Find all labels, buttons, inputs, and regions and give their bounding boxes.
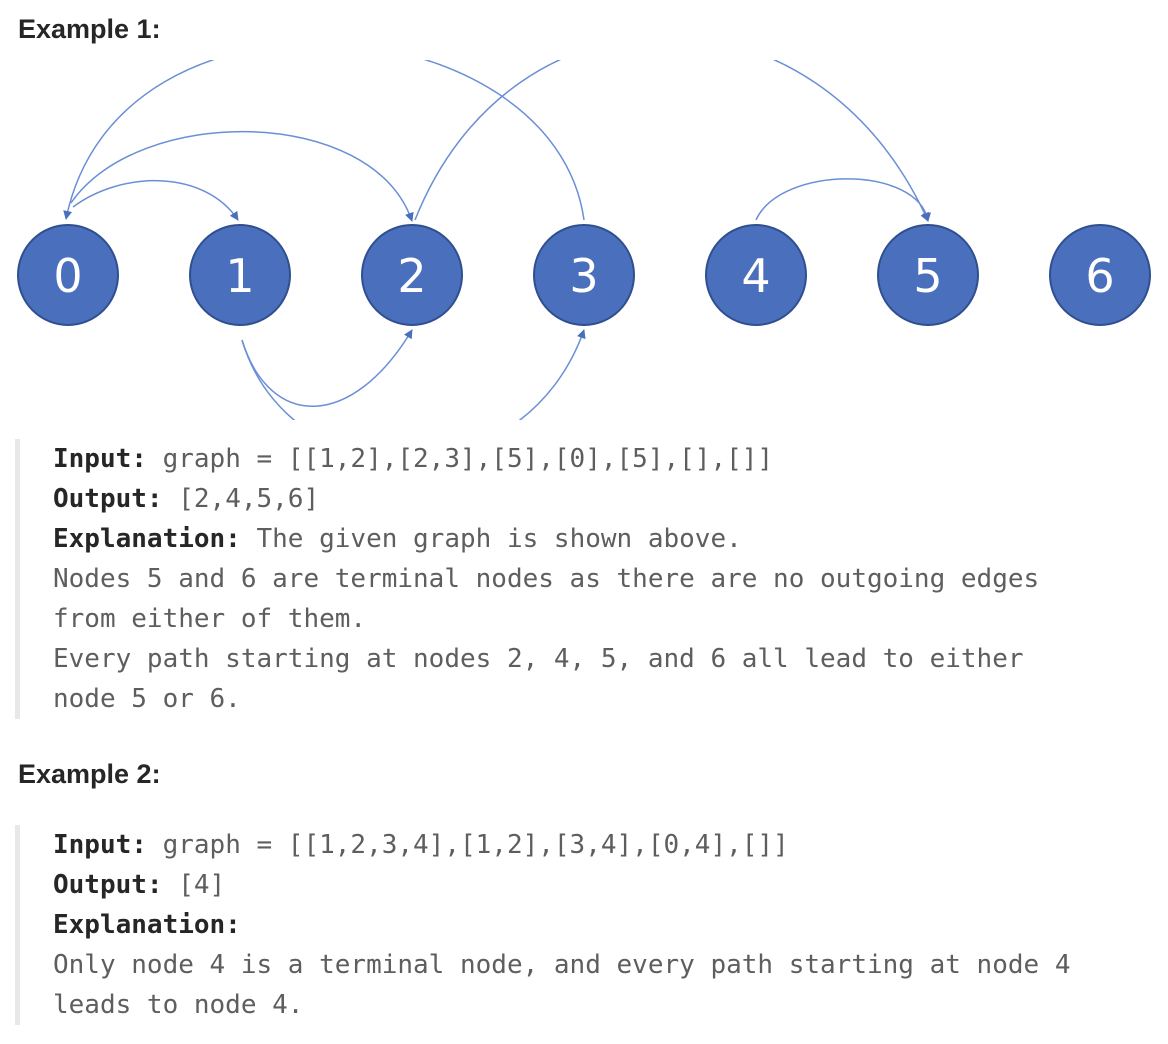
node-label: 2 bbox=[397, 249, 426, 303]
graph-diagram: 0 1 2 3 4 5 6 bbox=[17, 60, 1151, 420]
output-label: Output: bbox=[53, 870, 163, 900]
graph-node-5: 5 bbox=[877, 224, 979, 326]
edge-1-to-2 bbox=[241, 329, 413, 407]
edge-3-to-0 bbox=[63, 60, 585, 221]
output-value: [4] bbox=[162, 870, 226, 900]
example-1-heading: Example 1: bbox=[18, 14, 161, 44]
example-2-output-line: Output: [4] bbox=[53, 865, 1155, 905]
node-circle bbox=[705, 224, 807, 326]
node-label: 5 bbox=[913, 249, 942, 303]
graph-node-3: 3 bbox=[533, 224, 635, 326]
explanation-value: The given graph is shown above. bbox=[240, 524, 742, 554]
explanation-text-line: Every path starting at nodes 2, 4, 5, an… bbox=[53, 644, 1024, 674]
example-2-input-line: Input: graph = [[1,2,3,4],[1,2],[3,4],[0… bbox=[53, 825, 1155, 865]
edge-1-to-3 bbox=[241, 329, 586, 420]
node-circle bbox=[533, 224, 635, 326]
edge-4-to-5 bbox=[755, 178, 931, 222]
input-label: Input: bbox=[53, 830, 147, 860]
node-label: 1 bbox=[225, 249, 254, 303]
graph-node-6: 6 bbox=[1049, 224, 1151, 326]
edge-0-to-2 bbox=[70, 131, 414, 222]
node-circle bbox=[877, 224, 979, 326]
node-label: 4 bbox=[741, 249, 770, 303]
example-2-heading: Example 2: bbox=[18, 759, 161, 789]
explanation-text-line: Only node 4 is a terminal node, and ever… bbox=[53, 950, 1071, 980]
example-1-block: Input: graph = [[1,2],[2,3],[5],[0],[5],… bbox=[15, 439, 1155, 719]
node-label: 3 bbox=[569, 249, 598, 303]
explanation-text-line: node 5 or 6. bbox=[53, 684, 241, 714]
input-value: graph = [[1,2],[2,3],[5],[0],[5],[],[]] bbox=[146, 444, 774, 474]
edge-0-to-1 bbox=[72, 179, 239, 221]
input-value: graph = [[1,2,3,4],[1,2],[3,4],[0,4],[]] bbox=[146, 830, 789, 860]
example-1-input-line: Input: graph = [[1,2],[2,3],[5],[0],[5],… bbox=[53, 439, 1155, 479]
node-label: 0 bbox=[53, 249, 82, 303]
explanation-label: Explanation: bbox=[53, 524, 241, 554]
explanation-text-line: leads to node 4. bbox=[53, 990, 304, 1020]
graph-node-4: 4 bbox=[705, 224, 807, 326]
graph-nodes: 0 1 2 3 4 5 6 bbox=[17, 224, 1151, 326]
node-circle bbox=[189, 224, 291, 326]
graph-edges bbox=[63, 60, 931, 420]
graph-node-2: 2 bbox=[361, 224, 463, 326]
example-1-output-line: Output: [2,4,5,6] bbox=[53, 479, 1155, 519]
explanation-label: Explanation: bbox=[53, 910, 241, 940]
example-1-explanation-line: Explanation: The given graph is shown ab… bbox=[53, 519, 1155, 559]
node-circle bbox=[17, 224, 119, 326]
node-circle bbox=[361, 224, 463, 326]
node-circle bbox=[1049, 224, 1151, 326]
explanation-text-line: from either of them. bbox=[53, 604, 367, 634]
graph-node-0: 0 bbox=[17, 224, 119, 326]
output-value: [2,4,5,6] bbox=[162, 484, 320, 514]
example-2-explanation-line: Explanation: bbox=[53, 905, 1155, 945]
input-label: Input: bbox=[53, 444, 147, 474]
output-label: Output: bbox=[53, 484, 163, 514]
example-2-block: Input: graph = [[1,2,3,4],[1,2],[3,4],[0… bbox=[15, 825, 1155, 1025]
explanation-text-line: Nodes 5 and 6 are terminal nodes as ther… bbox=[53, 564, 1040, 594]
node-label: 6 bbox=[1085, 249, 1114, 303]
edge-2-to-5 bbox=[414, 60, 929, 222]
graph-node-1: 1 bbox=[189, 224, 291, 326]
